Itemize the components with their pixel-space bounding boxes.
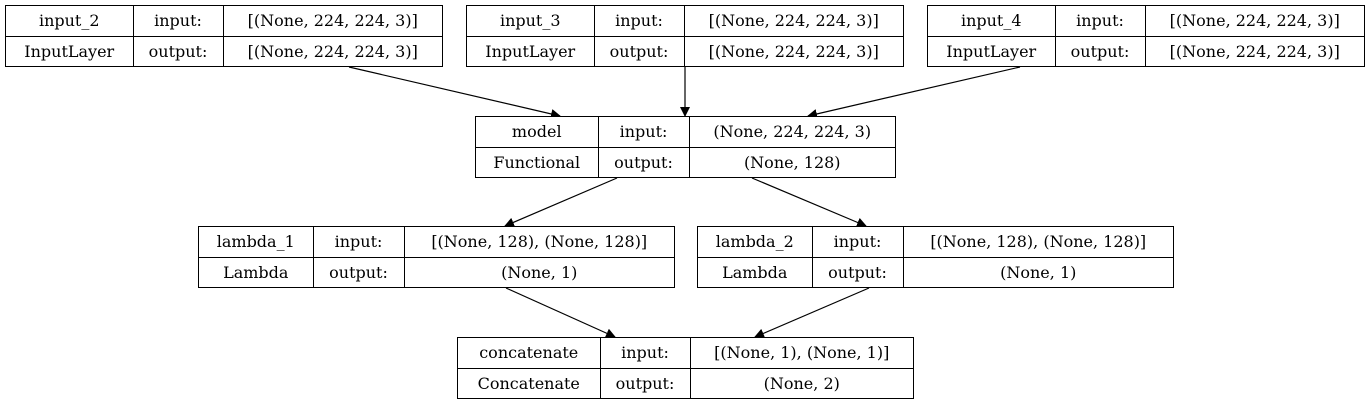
output-shape: [(None, 224, 224, 3)]	[1144, 35, 1364, 66]
edge-model-to-lambda_1	[504, 177, 618, 228]
node-model: model input: (None, 224, 224, 3) Functio…	[475, 116, 896, 178]
layer-name: input_3	[467, 6, 595, 37]
input-label: input:	[599, 338, 691, 369]
input-shape: [(None, 128), (None, 128)]	[403, 227, 674, 258]
output-shape: [(None, 224, 224, 3)]	[683, 35, 903, 66]
edge-input_2-to-model	[348, 66, 561, 119]
layer-name: input_4	[928, 6, 1056, 37]
layer-class: Concatenate	[458, 367, 601, 398]
input-shape: [(None, 224, 224, 3)]	[683, 6, 903, 37]
edge-lambda_2-to-concatenate	[754, 287, 870, 339]
input-label: input:	[593, 6, 685, 37]
output-label: output:	[1054, 35, 1146, 66]
output-label: output:	[312, 256, 405, 287]
input-shape: [(None, 224, 224, 3)]	[222, 6, 442, 37]
edge-lambda_1-to-concatenate	[505, 287, 616, 338]
layer-name: model	[476, 117, 599, 148]
output-shape: (None, 2)	[689, 367, 913, 398]
output-shape: (None, 1)	[902, 256, 1173, 287]
input-label: input:	[132, 6, 224, 37]
output-label: output:	[132, 35, 224, 66]
layer-class: InputLayer	[6, 35, 134, 66]
input-shape: [(None, 224, 224, 3)]	[1144, 6, 1364, 37]
node-input_2: input_2 input: [(None, 224, 224, 3)] Inp…	[5, 5, 443, 67]
input-shape: (None, 224, 224, 3)	[688, 117, 895, 148]
layer-class: InputLayer	[467, 35, 595, 66]
output-shape: (None, 128)	[688, 146, 895, 177]
layer-class: Functional	[476, 146, 599, 177]
node-input_4: input_4 input: [(None, 224, 224, 3)] Inp…	[927, 5, 1365, 67]
layer-name: lambda_1	[199, 227, 314, 258]
layer-class: Lambda	[698, 256, 813, 287]
node-lambda_2: lambda_2 input: [(None, 128), (None, 128…	[697, 226, 1174, 288]
output-label: output:	[811, 256, 904, 287]
input-label: input:	[811, 227, 904, 258]
output-shape: (None, 1)	[403, 256, 674, 287]
output-shape: [(None, 224, 224, 3)]	[222, 35, 442, 66]
output-label: output:	[599, 367, 691, 398]
layer-class: Lambda	[199, 256, 314, 287]
input-label: input:	[312, 227, 405, 258]
input-shape: [(None, 1), (None, 1)]	[689, 338, 913, 369]
layer-name: lambda_2	[698, 227, 813, 258]
layer-class: InputLayer	[928, 35, 1056, 66]
node-input_3: input_3 input: [(None, 224, 224, 3)] Inp…	[466, 5, 904, 67]
node-concatenate: concatenate input: [(None, 1), (None, 1)…	[457, 337, 914, 399]
output-label: output:	[597, 146, 690, 177]
output-label: output:	[593, 35, 685, 66]
input-shape: [(None, 128), (None, 128)]	[902, 227, 1173, 258]
layer-name: concatenate	[458, 338, 601, 369]
input-label: input:	[1054, 6, 1146, 37]
edge-input_4-to-model	[807, 66, 1021, 119]
edge-model-to-lambda_2	[751, 177, 867, 228]
node-lambda_1: lambda_1 input: [(None, 128), (None, 128…	[198, 226, 675, 288]
input-label: input:	[597, 117, 690, 148]
layer-name: input_2	[6, 6, 134, 37]
